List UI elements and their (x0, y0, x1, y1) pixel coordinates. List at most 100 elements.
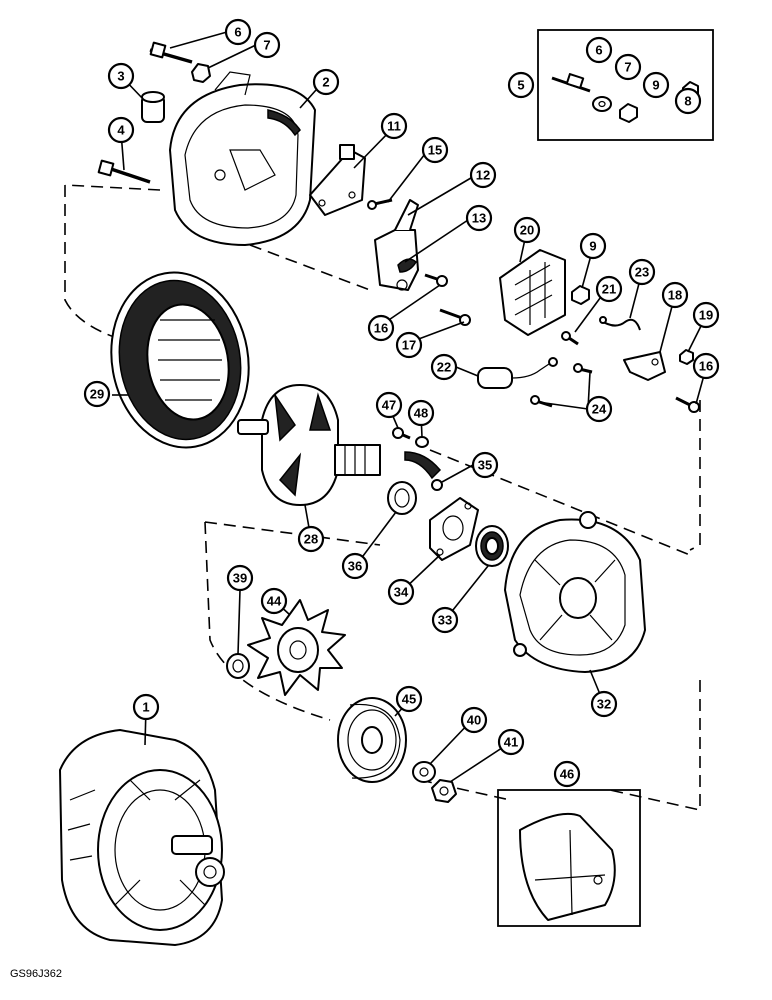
svg-text:33: 33 (438, 613, 452, 628)
svg-text:46: 46 (560, 767, 574, 782)
svg-text:39: 39 (233, 571, 247, 586)
svg-text:28: 28 (304, 532, 318, 547)
inset-washer-7 (592, 96, 612, 112)
callout-48: 48 (407, 399, 435, 427)
svg-text:21: 21 (602, 282, 616, 297)
washer-40 (412, 761, 436, 783)
svg-text:7: 7 (263, 38, 270, 53)
callout-21: 21 (595, 275, 623, 303)
svg-text:35: 35 (478, 458, 492, 473)
callout-1: 1 (132, 693, 160, 721)
terminal-18 (623, 351, 666, 381)
callout-47: 47 (375, 391, 403, 419)
callout-46: 46 (553, 760, 581, 788)
nut-19 (679, 349, 694, 365)
spacer-3 (141, 91, 165, 123)
bearing-36 (387, 481, 417, 515)
callout-45: 45 (395, 685, 423, 713)
svg-text:44: 44 (267, 594, 282, 609)
callout-13: 13 (465, 204, 493, 232)
svg-text:40: 40 (467, 713, 481, 728)
callout-9-mid: 9 (579, 232, 607, 260)
group-outline-upper (64, 184, 701, 556)
callout-28: 28 (297, 525, 325, 553)
callout-19: 19 (692, 301, 720, 329)
bolt-4 (97, 159, 151, 184)
callout-44: 44 (260, 587, 288, 615)
callout-20: 20 (513, 216, 541, 244)
washer-48 (415, 436, 429, 448)
bearing-33 (475, 525, 509, 567)
svg-text:3: 3 (117, 69, 124, 84)
svg-text:47: 47 (382, 398, 396, 413)
screw-16-upper (424, 273, 448, 287)
rectifier-20 (499, 249, 566, 336)
callout-16-upper: 16 (367, 314, 395, 342)
callout-22: 22 (430, 353, 458, 381)
svg-text:19: 19 (699, 308, 713, 323)
regulator-12 (374, 199, 419, 291)
svg-text:7: 7 (624, 60, 631, 75)
callout-5: 5 (507, 71, 535, 99)
inset-bolt-6 (551, 73, 591, 93)
svg-text:48: 48 (414, 406, 428, 421)
callout-32: 32 (590, 690, 618, 718)
screw-35 (431, 479, 443, 491)
svg-text:32: 32 (597, 697, 611, 712)
screw-17 (439, 308, 471, 326)
alternator-assembly-1 (59, 729, 225, 946)
wire-23-terminal (599, 316, 607, 324)
screw-16-lower (675, 396, 700, 413)
callout-36: 36 (341, 552, 369, 580)
callout-8: 8 (674, 87, 702, 115)
svg-text:22: 22 (437, 360, 451, 375)
svg-text:41: 41 (504, 735, 518, 750)
screw-21 (561, 331, 579, 346)
svg-text:20: 20 (520, 223, 534, 238)
drive-end-housing-32 (504, 511, 646, 673)
inset-nut-9 (619, 103, 638, 123)
rotor-28 (237, 384, 381, 506)
svg-text:16: 16 (699, 359, 713, 374)
inset-washer-hole (598, 100, 606, 108)
callout-23: 23 (628, 258, 656, 286)
fan-44 (247, 599, 346, 696)
callout-2: 2 (312, 68, 340, 96)
svg-text:45: 45 (402, 692, 416, 707)
callout-11: 11 (380, 112, 408, 140)
brush-holder-11 (309, 144, 366, 216)
svg-text:13: 13 (472, 211, 486, 226)
callout-7-top: 7 (253, 31, 281, 59)
group-outline-lower (204, 521, 701, 811)
callout-6-top: 6 (224, 18, 252, 46)
callout-15: 15 (421, 136, 449, 164)
bolt-6 (149, 41, 193, 64)
pulley-45 (337, 697, 407, 783)
callout-40: 40 (460, 706, 488, 734)
svg-text:11: 11 (387, 119, 401, 134)
hardware-inset-box (537, 29, 714, 141)
grease-mark (404, 451, 442, 480)
svg-text:9: 9 (652, 78, 659, 93)
callout-4: 4 (107, 116, 135, 144)
svg-text:9: 9 (589, 239, 596, 254)
svg-text:34: 34 (394, 585, 409, 600)
screw-47 (392, 427, 411, 440)
svg-text:4: 4 (117, 123, 125, 138)
svg-text:15: 15 (428, 143, 442, 158)
nut-7 (191, 63, 211, 83)
reference-code: GS96J362 (10, 968, 62, 980)
callout-3: 3 (107, 62, 135, 90)
callout-24: 24 (585, 395, 613, 423)
svg-text:8: 8 (684, 94, 691, 109)
svg-text:17: 17 (402, 338, 416, 353)
callout-18: 18 (661, 281, 689, 309)
callout-29: 29 (83, 380, 111, 408)
wire-23 (599, 318, 641, 331)
svg-text:12: 12 (476, 168, 490, 183)
svg-text:36: 36 (348, 559, 362, 574)
screws-24 (530, 363, 593, 408)
callout-34: 34 (387, 578, 415, 606)
stator-29 (110, 271, 250, 449)
